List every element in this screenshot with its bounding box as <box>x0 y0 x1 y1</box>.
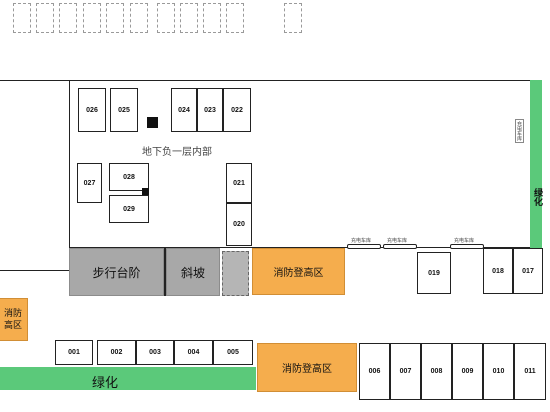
divider-line <box>164 248 166 296</box>
parking-space-021[interactable]: 021 <box>226 163 252 203</box>
green-label: 绿化 <box>92 376 119 391</box>
ramp-label: 斜坡 <box>180 265 205 280</box>
left-building-outline <box>0 80 70 271</box>
parking-space-005[interactable]: 005 <box>213 340 253 365</box>
charger-label: 充电车库 <box>387 238 408 244</box>
parking-space-003[interactable]: 003 <box>136 340 174 365</box>
ramp: 斜坡 <box>166 248 220 296</box>
charger-label: 充电车库 <box>351 238 372 244</box>
dashed-slot <box>203 3 221 33</box>
parking-space-004[interactable]: 004 <box>174 340 213 365</box>
dashed-slot <box>226 3 244 33</box>
parking-space-027[interactable]: 027 <box>77 163 102 203</box>
parking-space-001[interactable]: 001 <box>55 340 93 365</box>
parking-space-028[interactable]: 028 <box>109 163 149 191</box>
dashed-slot <box>180 3 198 33</box>
parking-space-029[interactable]: 029 <box>109 195 149 223</box>
charger-label: 充电车库 <box>454 238 475 244</box>
walking-stairs: 步行台阶 <box>69 248 164 296</box>
fire-access-zone: 消防登高区 <box>252 248 345 295</box>
dashed-slot <box>59 3 77 33</box>
parking-space-022[interactable]: 022 <box>223 88 251 132</box>
dashed-slot <box>284 3 302 33</box>
dashed-slot <box>130 3 148 33</box>
walking-stairs-label: 步行台阶 <box>92 265 141 280</box>
fire-access-zone-bottom: 消防登高区 <box>257 343 357 392</box>
parking-space-008[interactable]: 008 <box>421 343 452 400</box>
charger-slot <box>347 244 381 249</box>
parking-space-025[interactable]: 025 <box>110 88 138 132</box>
parking-space-020[interactable]: 020 <box>226 203 252 246</box>
parking-space-023[interactable]: 023 <box>197 88 223 132</box>
parking-space-007[interactable]: 007 <box>390 343 421 400</box>
pillar-marker <box>147 117 158 128</box>
dashed-slot <box>13 3 31 33</box>
parking-space-009[interactable]: 009 <box>452 343 483 400</box>
parking-space-002[interactable]: 002 <box>97 340 136 365</box>
fire-access-zone-label: 消防登高区 <box>273 268 324 279</box>
side-sign-label: 充电车库 <box>515 119 524 143</box>
parking-space-019[interactable]: 019 <box>417 252 451 294</box>
pillar-marker <box>142 188 149 195</box>
dashed-slot <box>106 3 124 33</box>
parking-space-026[interactable]: 026 <box>78 88 106 132</box>
dashed-slot <box>83 3 101 33</box>
parking-space-011[interactable]: 011 <box>514 343 546 400</box>
fire-access-zone-bottom-label: 消防登高区 <box>282 364 332 375</box>
charger-slot <box>383 244 417 249</box>
ramp-dashed-box <box>222 251 249 296</box>
parking-space-024[interactable]: 024 <box>171 88 197 132</box>
parking-space-018[interactable]: 018 <box>483 248 513 294</box>
fire-access-zone-left-label: 消防 高区 <box>3 308 22 331</box>
fire-access-zone-left: 消防 高区 <box>0 298 28 341</box>
dashed-slot <box>36 3 54 33</box>
green-strip-bottom <box>0 367 256 390</box>
parking-space-010[interactable]: 010 <box>483 343 514 400</box>
parking-space-017[interactable]: 017 <box>513 248 543 294</box>
parking-space-006[interactable]: 006 <box>359 343 390 400</box>
basement-label: 地下负一层内部 <box>142 147 212 158</box>
charger-slot <box>450 244 484 249</box>
green-right-label: 绿化 <box>532 188 542 206</box>
green-strip-right <box>530 80 542 248</box>
dashed-slot <box>157 3 175 33</box>
